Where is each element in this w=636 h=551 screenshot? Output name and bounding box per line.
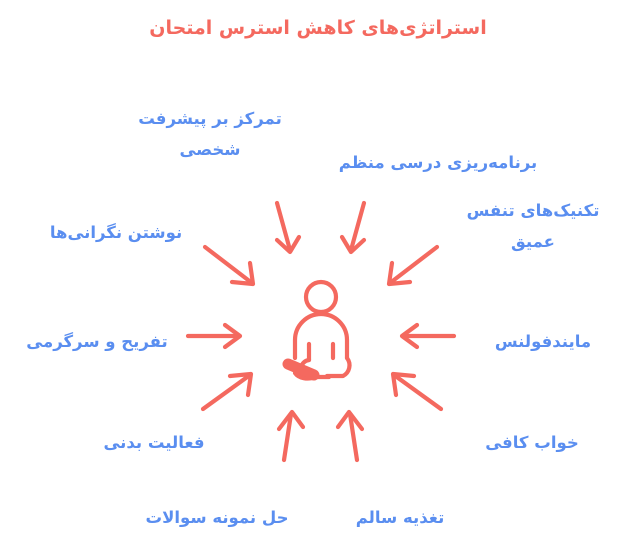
strategy-label-line: خواب کافی bbox=[485, 433, 579, 452]
arrow-nutrition bbox=[335, 409, 365, 463]
arrow-physical-activity bbox=[200, 371, 254, 412]
strategy-label-line: فعالیت بدنی bbox=[103, 433, 205, 452]
strategy-label-personal-growth: تمرکز بر پیشرفت شخصی bbox=[104, 104, 316, 165]
page-title: استراتژی‌های کاهش استرس امتحان bbox=[149, 17, 487, 39]
arrow-writing-worries bbox=[202, 244, 256, 287]
strategy-label-line: تکنیک‌های تنفس bbox=[466, 201, 600, 220]
arrow-mindfulness bbox=[399, 322, 457, 350]
strategy-label-line: عمیق bbox=[511, 231, 555, 251]
strategy-label-line: حل نمونه سوالات bbox=[145, 508, 289, 527]
arrow-study-plan bbox=[339, 200, 367, 255]
strategy-label-nutrition: تغذیه سالم bbox=[320, 503, 480, 534]
strategy-label-writing-worries: نوشتن نگرانی‌ها bbox=[18, 218, 214, 249]
strategy-label-line: تفریح و سرگرمی bbox=[26, 332, 168, 351]
strategy-label-line: تغذیه سالم bbox=[355, 508, 445, 527]
strategy-label-breathing: تکنیک‌های تنفس عمیق bbox=[438, 196, 628, 257]
arrow-breathing bbox=[386, 244, 440, 287]
strategy-label-line: نوشتن نگرانی‌ها bbox=[49, 223, 183, 242]
strategy-label-line: تمرکز بر پیشرفت bbox=[138, 109, 282, 128]
strategy-label-recreation: تفریح و سرگرمی bbox=[8, 327, 186, 358]
strategy-label-sample-questions: حل نمونه سوالات bbox=[124, 503, 310, 534]
strategy-label-physical-activity: فعالیت بدنی bbox=[58, 428, 250, 459]
arrow-recreation bbox=[185, 322, 243, 350]
strategy-label-study-plan: برنامه‌ریزی درسی منظم bbox=[330, 148, 546, 179]
strategy-label-mindfulness: مایندفولنس bbox=[460, 327, 626, 358]
meditating-person-icon bbox=[282, 279, 352, 381]
strategy-label-line: شخصی bbox=[179, 139, 241, 159]
arrow-sample-questions bbox=[276, 409, 306, 463]
strategy-label-line: مایندفولنس bbox=[494, 332, 592, 351]
arrow-sleep bbox=[390, 371, 444, 412]
arrow-personal-growth bbox=[274, 200, 302, 255]
strategy-label-line: برنامه‌ریزی درسی منظم bbox=[338, 153, 538, 172]
strategy-label-sleep: خواب کافی bbox=[444, 428, 620, 459]
